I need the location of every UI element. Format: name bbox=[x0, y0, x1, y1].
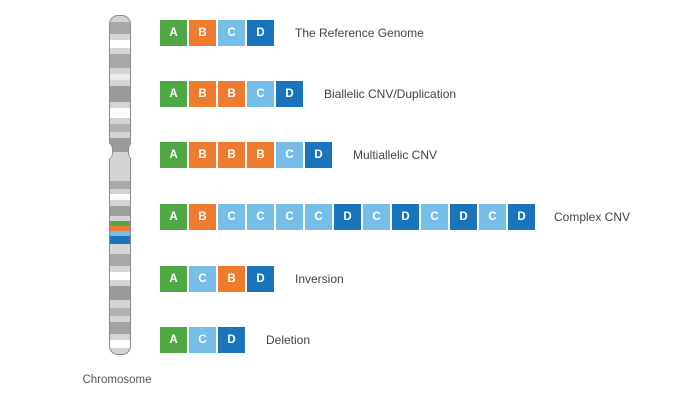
segment-block-c: C bbox=[275, 141, 304, 169]
segment-block-c: C bbox=[217, 203, 246, 231]
variant-label: Biallelic CNV/Duplication bbox=[324, 87, 457, 101]
segment-block-d: D bbox=[246, 265, 275, 293]
chromosome-band bbox=[110, 22, 130, 34]
segment-block-c: C bbox=[246, 203, 275, 231]
chromosome-band bbox=[110, 86, 130, 102]
segment-block-a: A bbox=[159, 80, 188, 108]
segment-block-d: D bbox=[246, 19, 275, 47]
segment-block-d: D bbox=[333, 203, 362, 231]
segment-block-c: C bbox=[188, 265, 217, 293]
segment-block-a: A bbox=[159, 203, 188, 231]
chromosome-band bbox=[110, 181, 130, 189]
chromosome-highlight-band bbox=[110, 221, 130, 226]
chromosome-band bbox=[110, 74, 130, 80]
segment-block-b: B bbox=[188, 141, 217, 169]
chromosome-band bbox=[110, 340, 130, 348]
segment-block-d: D bbox=[275, 80, 304, 108]
segment-block-c: C bbox=[362, 203, 391, 231]
variant-label: Inversion bbox=[295, 272, 344, 286]
segment-block-d: D bbox=[391, 203, 420, 231]
chromosome-band bbox=[110, 40, 130, 48]
segment-block-c: C bbox=[304, 203, 333, 231]
segment-block-b: B bbox=[188, 203, 217, 231]
chromosome-band bbox=[110, 254, 130, 266]
chromosome-band bbox=[110, 54, 130, 68]
segment-block-b: B bbox=[217, 80, 246, 108]
variant-label: Complex CNV bbox=[554, 210, 631, 224]
segment-block-b: B bbox=[246, 141, 275, 169]
chromosome-band bbox=[110, 138, 130, 152]
segment-block-d: D bbox=[449, 203, 478, 231]
chromosome-band bbox=[110, 286, 130, 300]
segment-block-c: C bbox=[275, 203, 304, 231]
segment-block-b: B bbox=[217, 265, 246, 293]
chromosome-band bbox=[110, 322, 130, 334]
chromosome-band bbox=[110, 124, 130, 132]
chromosome-band bbox=[110, 206, 130, 216]
segment-block-a: A bbox=[159, 19, 188, 47]
variant-label: Multiallelic CNV bbox=[353, 148, 438, 162]
segment-block-c: C bbox=[478, 203, 507, 231]
chromosome-highlight-band bbox=[110, 236, 130, 244]
segment-block-c: C bbox=[217, 19, 246, 47]
segment-block-a: A bbox=[159, 326, 188, 354]
segment-block-c: C bbox=[420, 203, 449, 231]
chromosome-band bbox=[110, 108, 130, 118]
segment-block-c: C bbox=[246, 80, 275, 108]
variant-label: The Reference Genome bbox=[295, 26, 424, 40]
segment-block-d: D bbox=[217, 326, 246, 354]
segment-block-d: D bbox=[507, 203, 536, 231]
segment-block-b: B bbox=[188, 80, 217, 108]
chromosome-band bbox=[110, 308, 130, 316]
segment-block-d: D bbox=[304, 141, 333, 169]
chromosome-ideogram bbox=[109, 15, 131, 355]
variant-label: Deletion bbox=[266, 333, 311, 347]
chromosome-highlight-band bbox=[110, 226, 130, 231]
chromosome-band bbox=[110, 272, 130, 280]
segment-block-b: B bbox=[217, 141, 246, 169]
chromosome-label: Chromosome bbox=[82, 374, 152, 386]
chromosome-highlight-band bbox=[110, 231, 130, 236]
segment-block-a: A bbox=[159, 265, 188, 293]
segment-block-b: B bbox=[188, 19, 217, 47]
segment-block-c: C bbox=[188, 326, 217, 354]
centromere-notch-right bbox=[128, 143, 135, 159]
centromere-notch-left bbox=[106, 143, 113, 159]
chromosome-band bbox=[110, 194, 130, 200]
segment-block-a: A bbox=[159, 141, 188, 169]
